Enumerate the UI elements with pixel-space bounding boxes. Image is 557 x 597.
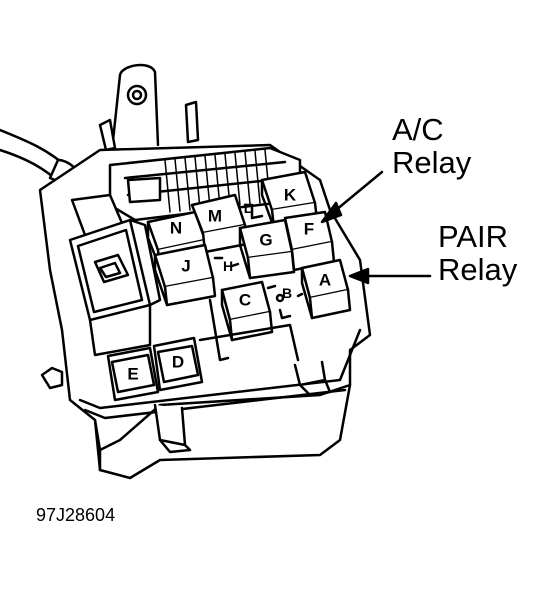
relay-label-l: L [244,200,253,216]
relay-label-e: E [127,365,138,384]
relay-h: H [213,256,240,274]
pair-relay-callout: PAIR Relay [438,220,517,286]
relay-g: G [238,218,296,280]
socket-divider [198,323,300,362]
relay-label-a: A [319,271,331,290]
relay-label-n: N [170,219,182,238]
relay-m: M [190,193,249,254]
fuse-block-ribbed [70,146,302,237]
mounting-bracket [98,63,200,152]
relay-c: C [220,280,274,342]
pair-relay-arrow [348,267,432,285]
relay-b: B [266,284,304,320]
pair-relay-callout-line1: PAIR [438,219,509,254]
relay-d: D [152,336,204,392]
relay-l: L [244,200,264,220]
main-connector-socket [68,218,162,357]
socket-divider [208,298,230,362]
relay-label-c: C [239,291,251,310]
relay-e: E [106,346,160,402]
figure-id: 97J28604 [36,505,116,525]
ac-relay-callout-line2: Relay [392,145,472,180]
ac-relay-callout-line1: A/C [392,112,444,147]
ac-relay-arrow [320,170,384,224]
relay-label-h: H [223,258,233,274]
ac-relay-callout: A/C Relay [392,113,471,179]
pair-relay-callout-line2: Relay [438,252,518,287]
relay-label-f: F [304,220,314,239]
relay-label-b: B [282,285,292,301]
relay-j: J [153,243,217,307]
relay-label-k: K [284,186,297,205]
relay-label-j: J [181,257,190,276]
relay-label-d: D [172,353,184,372]
relay-a: A [300,258,352,320]
relay-label-m: M [208,207,222,226]
relay-label-g: G [259,231,272,250]
